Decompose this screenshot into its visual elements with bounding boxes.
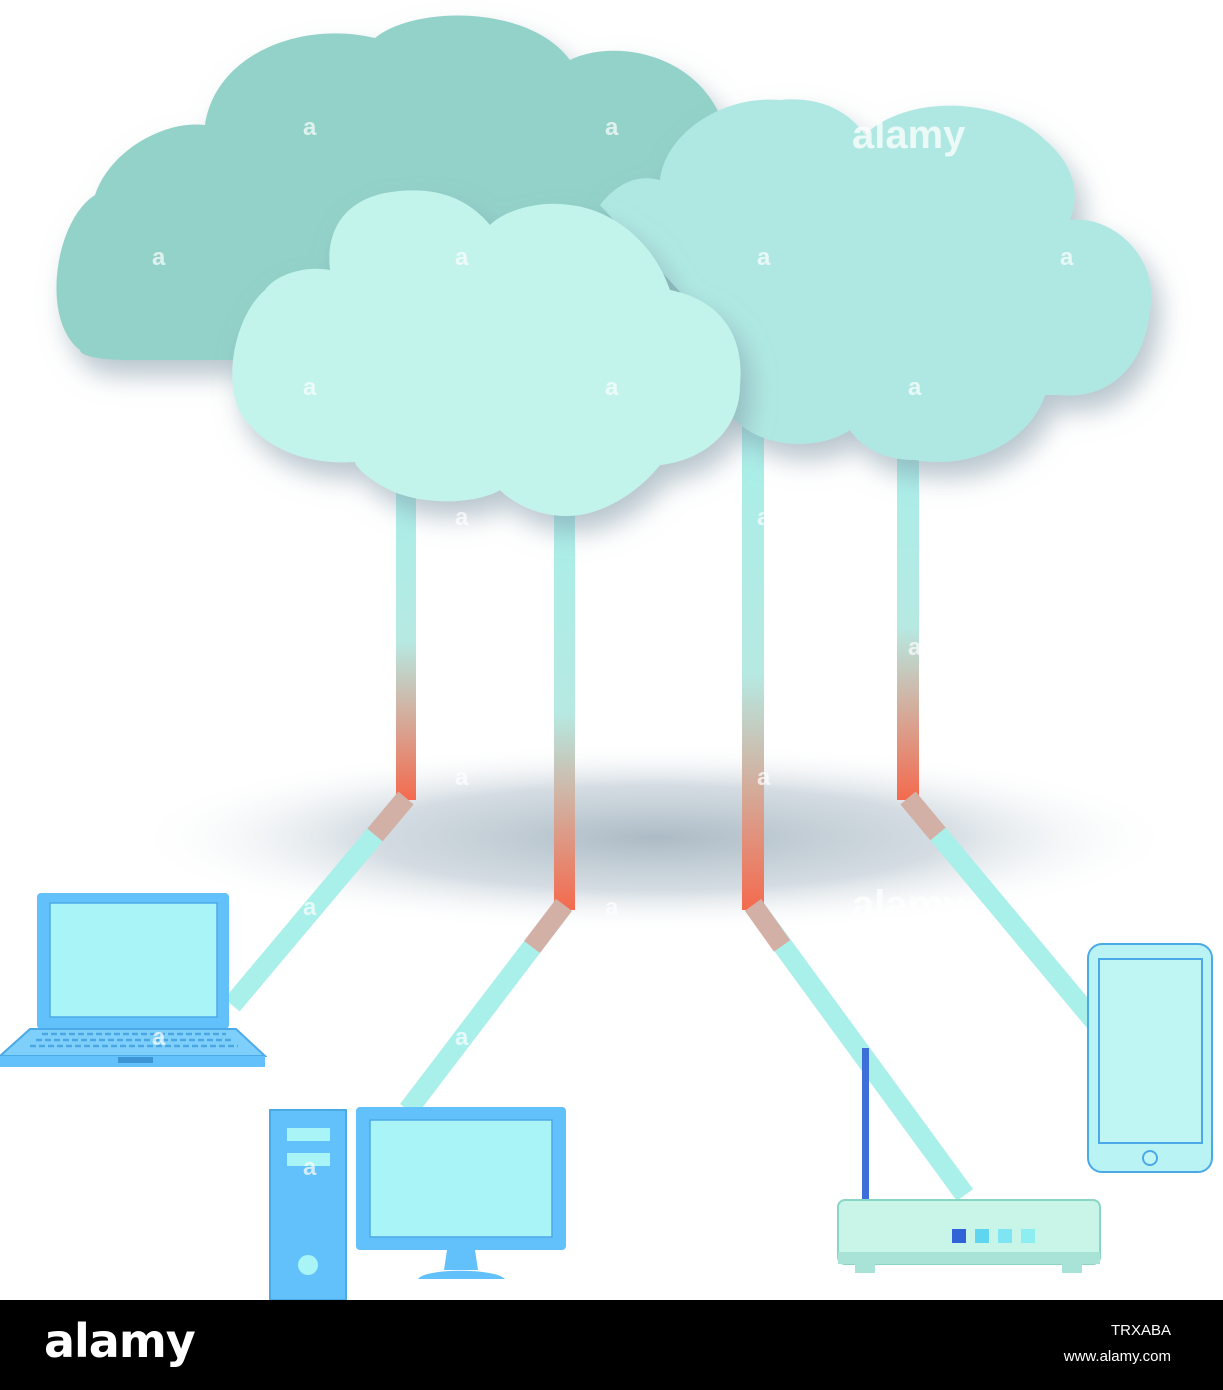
watermark-glyph: a <box>757 244 771 271</box>
image-id: TRXABA <box>1110 1322 1171 1339</box>
floor-shadow <box>130 743 1180 933</box>
watermark-overlay: alamy alamy a a a a a a a a a a a a a a a a a a a a a a a a a a a a… <box>152 113 1074 1181</box>
watermark-glyph: a <box>303 1154 317 1181</box>
watermark-glyph: a <box>908 374 922 401</box>
watermark-glyph: a <box>303 894 317 921</box>
watermark-glyph: a <box>455 504 469 531</box>
watermark-glyph: a <box>1060 764 1074 791</box>
watermark-glyph: a <box>908 1154 922 1181</box>
watermark-glyph: a <box>1060 1024 1074 1051</box>
connection-laptop <box>224 470 416 1012</box>
watermark-brand: alamy <box>852 883 966 927</box>
connection-tablet <box>897 440 1103 1029</box>
cloud-network-diagram: alamy alamy a a a a a a a a a a a a a a a a a a a a a a a a a a a a… <box>0 15 1213 1300</box>
tablet-icon <box>1087 943 1213 1173</box>
watermark-glyph: a <box>757 1024 771 1051</box>
watermark-glyph: a <box>152 504 166 531</box>
watermark-brand: alamy <box>852 113 966 157</box>
watermark-glyph: a <box>303 634 317 661</box>
connections <box>224 420 1103 1201</box>
wifi-router-icon <box>837 1048 1101 1273</box>
alamy-logo: alamy <box>44 1314 196 1368</box>
laptop-icon <box>0 893 268 1067</box>
watermark-glyph: a <box>605 114 619 141</box>
watermark-glyph: a <box>605 894 619 921</box>
watermark-glyph: a <box>455 244 469 271</box>
stock-footer: alamy TRXABA www.alamy.com <box>0 1300 1223 1390</box>
watermark-glyph: a <box>605 634 619 661</box>
watermark-glyph: a <box>303 374 317 401</box>
watermark-glyph: a <box>455 1024 469 1051</box>
watermark-glyph: a <box>908 634 922 661</box>
watermark-glyph: a <box>152 244 166 271</box>
connection-desktop <box>400 500 575 1117</box>
connection-router <box>742 420 974 1201</box>
watermark-glyph: a <box>605 374 619 401</box>
cloud-front <box>232 190 741 516</box>
watermark-glyph: a <box>1060 504 1074 531</box>
watermark-glyph: a <box>152 1024 166 1051</box>
watermark-glyph: a <box>303 114 317 141</box>
desktop-computer-icon <box>269 1107 566 1300</box>
watermark-glyph: a <box>1060 244 1074 271</box>
watermark-glyph: a <box>757 504 771 531</box>
watermark-glyph: a <box>152 764 166 791</box>
site-url: www.alamy.com <box>1063 1348 1171 1365</box>
watermark-glyph: a <box>757 764 771 791</box>
watermark-glyph: a <box>455 764 469 791</box>
watermark-glyph: a <box>605 1154 619 1181</box>
